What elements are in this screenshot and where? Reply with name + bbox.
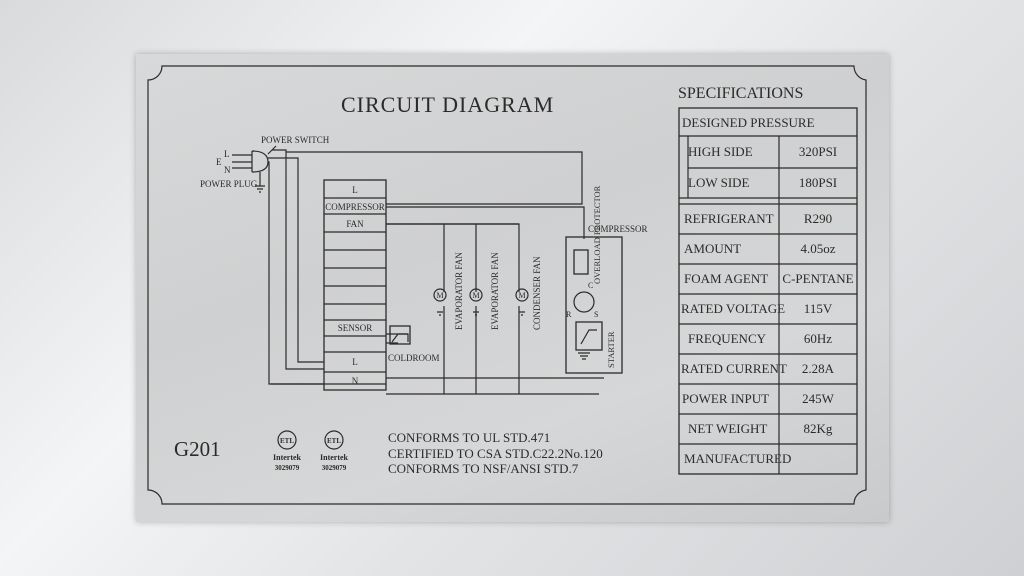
spec-label-rated-voltage: RATED VOLTAGE	[681, 301, 785, 316]
compressor-box	[565, 236, 623, 374]
terminal-n: N	[352, 376, 359, 386]
plug-pin-l: L	[224, 149, 230, 159]
specifications-heading: SPECIFICATIONS	[678, 85, 803, 102]
conformity-line-3: CONFORMS TO NSF/ANSI STD.7	[388, 461, 579, 476]
terminal-l-top: L	[352, 185, 358, 195]
terminal-l-bottom: L	[352, 357, 358, 367]
spec-value-foam-agent: C-PENTANE	[782, 271, 853, 286]
spec-value-power-input: 245W	[802, 391, 835, 406]
fan-grounds	[437, 311, 525, 316]
starter-label: STARTER	[606, 331, 616, 368]
plug-pin-e: E	[216, 157, 222, 167]
spec-value-high-side: 320PSI	[799, 144, 837, 159]
model-number: G201	[174, 437, 221, 461]
designed-pressure-label: DESIGNED PRESSURE	[682, 115, 815, 130]
power-switch-symbol	[267, 145, 277, 159]
spec-value-refrigerant: R290	[804, 211, 832, 226]
cert-mark-1-number: 3029079	[275, 464, 300, 472]
fan-motor-1	[433, 288, 447, 302]
spec-value-frequency: 60Hz	[804, 331, 832, 346]
starter-symbol	[575, 321, 603, 351]
spec-label-power-input: POWER INPUT	[682, 391, 769, 406]
spec-value-net-weight: 82Kg	[804, 421, 833, 436]
spec-value-rated-voltage: 115V	[804, 301, 833, 316]
fan-label-3: CONDENSER FAN	[532, 256, 542, 330]
spec-value-rated-current: 2.28A	[802, 361, 835, 376]
conformity-line-1: CONFORMS TO UL STD.471	[388, 430, 550, 445]
spec-label-refrigerant: REFRIGERANT	[684, 211, 774, 226]
fan-motor-3-m: M	[518, 291, 525, 300]
spec-value-low-side: 180PSI	[799, 175, 837, 190]
cert-mark-1-logo: ETL	[280, 437, 294, 445]
compressor-pin-c: C	[588, 281, 593, 290]
terminal-fan: FAN	[346, 219, 364, 229]
spec-label-net-weight: NET WEIGHT	[688, 421, 767, 436]
power-switch-label: POWER SWITCH	[261, 135, 330, 145]
spec-label-low-side: LOW SIDE	[688, 175, 750, 190]
fan-feed-wires	[386, 223, 520, 394]
certification-mark-2: ETL Intertek 3029079	[320, 430, 349, 472]
plug-pin-n: N	[224, 165, 231, 175]
spec-label-manufactured: MANUFACTURED	[684, 451, 791, 466]
overload-protector-label: OVERLOAD PROTECTOR	[592, 185, 602, 284]
terminal-block	[323, 179, 387, 391]
spec-label-frequency: FREQUENCY	[688, 331, 767, 346]
spec-label-amount: AMOUNT	[684, 241, 741, 256]
power-plug-symbol	[232, 150, 269, 173]
fan-label-1: EVAPORATOR FAN	[454, 252, 464, 330]
cert-mark-2-brand: Intertek	[320, 453, 349, 462]
diagram-title: CIRCUIT DIAGRAM	[341, 92, 554, 117]
nameplate-drawing: CIRCUIT DIAGRAM L E N POWER PLUG POWER S…	[147, 65, 867, 505]
plug-ground	[255, 172, 265, 193]
fan-motor-1-m: M	[436, 291, 443, 300]
fan-motor-2	[469, 288, 483, 302]
plate-border	[147, 65, 867, 505]
compressor-grounds	[578, 352, 590, 360]
compressor-motor-symbol	[573, 291, 595, 313]
compressor-label: COMPRESSOR	[588, 224, 648, 234]
fan-motor-2-m: M	[472, 291, 479, 300]
cert-mark-1-brand: Intertek	[273, 453, 302, 462]
bus-wires	[268, 149, 583, 385]
spec-value-amount: 4.05oz	[800, 241, 835, 256]
fan-label-2: EVAPORATOR FAN	[490, 252, 500, 330]
terminal-compressor: COMPRESSOR	[325, 202, 385, 212]
coldroom-label: COLDROOM	[388, 353, 440, 363]
cert-mark-2-number: 3029079	[322, 464, 347, 472]
spec-label-high-side: HIGH SIDE	[688, 144, 753, 159]
terminal-sensor: SENSOR	[338, 323, 373, 333]
certification-mark-1: ETL Intertek 3029079	[273, 430, 302, 472]
specifications-table: DESIGNED PRESSURE HIGH SIDE 320PSI LOW S…	[678, 107, 858, 475]
spec-label-foam-agent: FOAM AGENT	[684, 271, 768, 286]
overload-protector-symbol	[573, 249, 589, 275]
cert-mark-2-logo: ETL	[327, 437, 341, 445]
spec-label-rated-current: RATED CURRENT	[681, 361, 787, 376]
compressor-pin-s: S	[594, 310, 598, 319]
terminal-cells	[324, 197, 386, 373]
compressor-pin-r: R	[566, 310, 572, 319]
wiring-diagram: L E N POWER PLUG POWER SWITCH L COMPRESS…	[200, 135, 648, 395]
nameplate: CIRCUIT DIAGRAM L E N POWER PLUG POWER S…	[136, 54, 889, 522]
coldroom-sensor-symbol	[389, 325, 411, 345]
fan-motor-3	[515, 288, 529, 302]
conformity-line-2: CERTIFIED TO CSA STD.C22.2No.120	[388, 446, 603, 461]
power-plug-label: POWER PLUG	[200, 179, 258, 189]
